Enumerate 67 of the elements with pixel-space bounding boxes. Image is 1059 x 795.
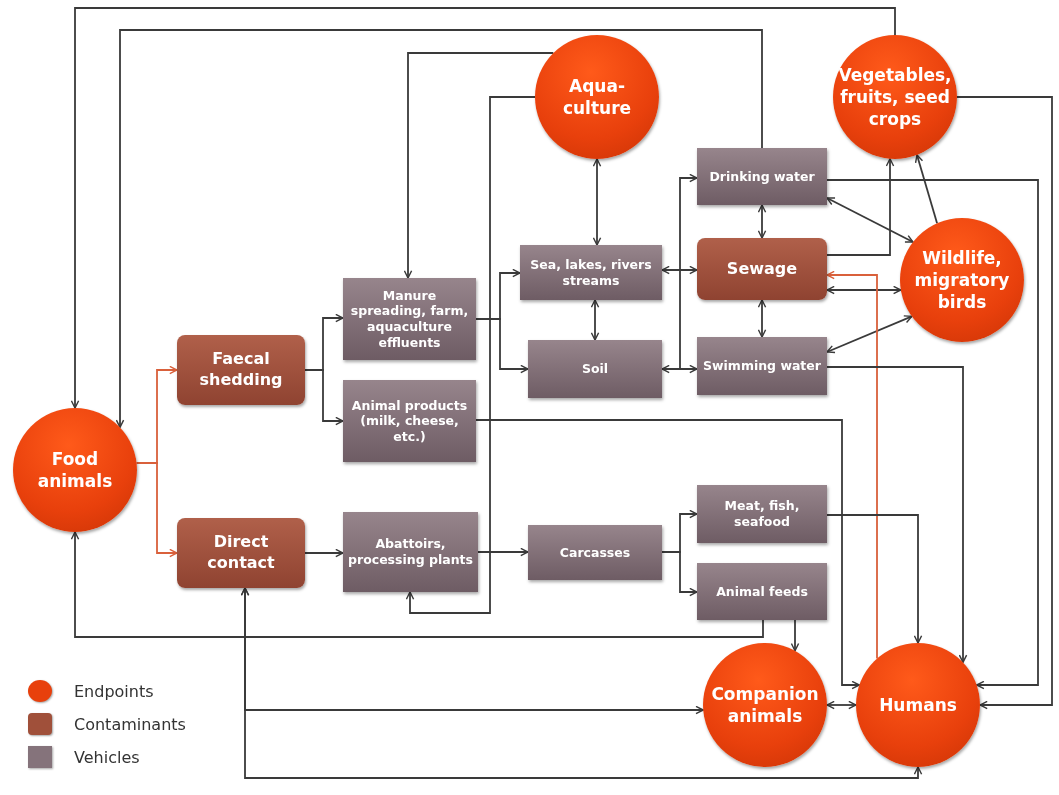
node-label: Carcasses bbox=[558, 544, 632, 561]
arrow bbox=[304, 369, 344, 426]
arrow bbox=[477, 547, 529, 557]
arrow bbox=[914, 154, 938, 225]
vehicle-box bbox=[343, 512, 478, 592]
arrow bbox=[826, 700, 857, 710]
node-label: Food animals bbox=[36, 447, 114, 493]
node-label: Wildlife, migratory birds bbox=[913, 246, 1011, 314]
arrow bbox=[661, 364, 698, 374]
arrow bbox=[757, 299, 767, 338]
arrow bbox=[826, 366, 968, 664]
contaminant-box bbox=[177, 518, 305, 588]
legend-label: Contaminants bbox=[74, 714, 186, 734]
arrow bbox=[956, 96, 1053, 710]
arrow bbox=[592, 158, 602, 246]
arrow bbox=[661, 173, 698, 370]
legend-label: Vehicles bbox=[74, 747, 140, 767]
vehicle-box bbox=[520, 245, 662, 300]
arrow bbox=[70, 531, 764, 638]
arrow bbox=[790, 619, 800, 652]
legend-label: Endpoints bbox=[74, 681, 154, 701]
arrow bbox=[826, 315, 913, 354]
arrow bbox=[826, 285, 902, 295]
node-label: Abattoirs, processing plants bbox=[347, 536, 474, 568]
node-label: Drinking water bbox=[708, 168, 816, 185]
arrow bbox=[405, 96, 536, 614]
arrow bbox=[661, 551, 698, 597]
vehicle-box bbox=[343, 278, 476, 360]
contaminant-box bbox=[697, 238, 827, 300]
node-label: Sewage bbox=[725, 258, 799, 280]
node-label: Companion animals bbox=[710, 682, 820, 728]
arrow bbox=[590, 299, 600, 341]
arrow bbox=[115, 29, 763, 429]
node-label: Humans bbox=[878, 693, 958, 717]
arrow bbox=[826, 157, 895, 256]
node-label: Direct contact bbox=[206, 532, 276, 574]
vehicle-box bbox=[697, 337, 827, 395]
arrow bbox=[304, 548, 344, 558]
node-label: Vegetables, fruits, seed crops bbox=[837, 63, 953, 131]
arrow bbox=[475, 318, 529, 374]
node-label: Animal products (milk, cheese, etc.) bbox=[350, 397, 469, 445]
node-label: Swimming water bbox=[702, 358, 822, 374]
node-label: Faecal shedding bbox=[198, 349, 284, 391]
arrow bbox=[403, 52, 555, 279]
arrow bbox=[826, 514, 923, 644]
arrow bbox=[826, 270, 878, 660]
arrow bbox=[826, 179, 1039, 690]
arrow bbox=[826, 197, 914, 243]
node-label: Manure spreading, farm, aquaculture effluents bbox=[349, 287, 470, 351]
node-label: Soil bbox=[580, 361, 610, 377]
vehicle-box bbox=[697, 148, 827, 205]
vehicle-box bbox=[528, 525, 662, 580]
arrow bbox=[135, 462, 178, 558]
node-label: Animal feeds bbox=[715, 583, 809, 600]
vehicle-box bbox=[343, 380, 476, 462]
vehicle-box bbox=[697, 563, 827, 620]
arrow bbox=[475, 419, 861, 690]
node-label: Aqua-culture bbox=[561, 74, 633, 120]
node-label: Sea, lakes, rivers streams bbox=[529, 256, 653, 289]
contaminant-box bbox=[177, 335, 305, 405]
node-label: Meat, fish, seafood bbox=[723, 498, 801, 530]
arrow bbox=[240, 587, 923, 779]
vehicle-box bbox=[528, 340, 662, 398]
arrow bbox=[757, 204, 767, 239]
arrow bbox=[70, 7, 896, 409]
arrow bbox=[661, 265, 698, 275]
vehicle-box bbox=[697, 485, 827, 543]
